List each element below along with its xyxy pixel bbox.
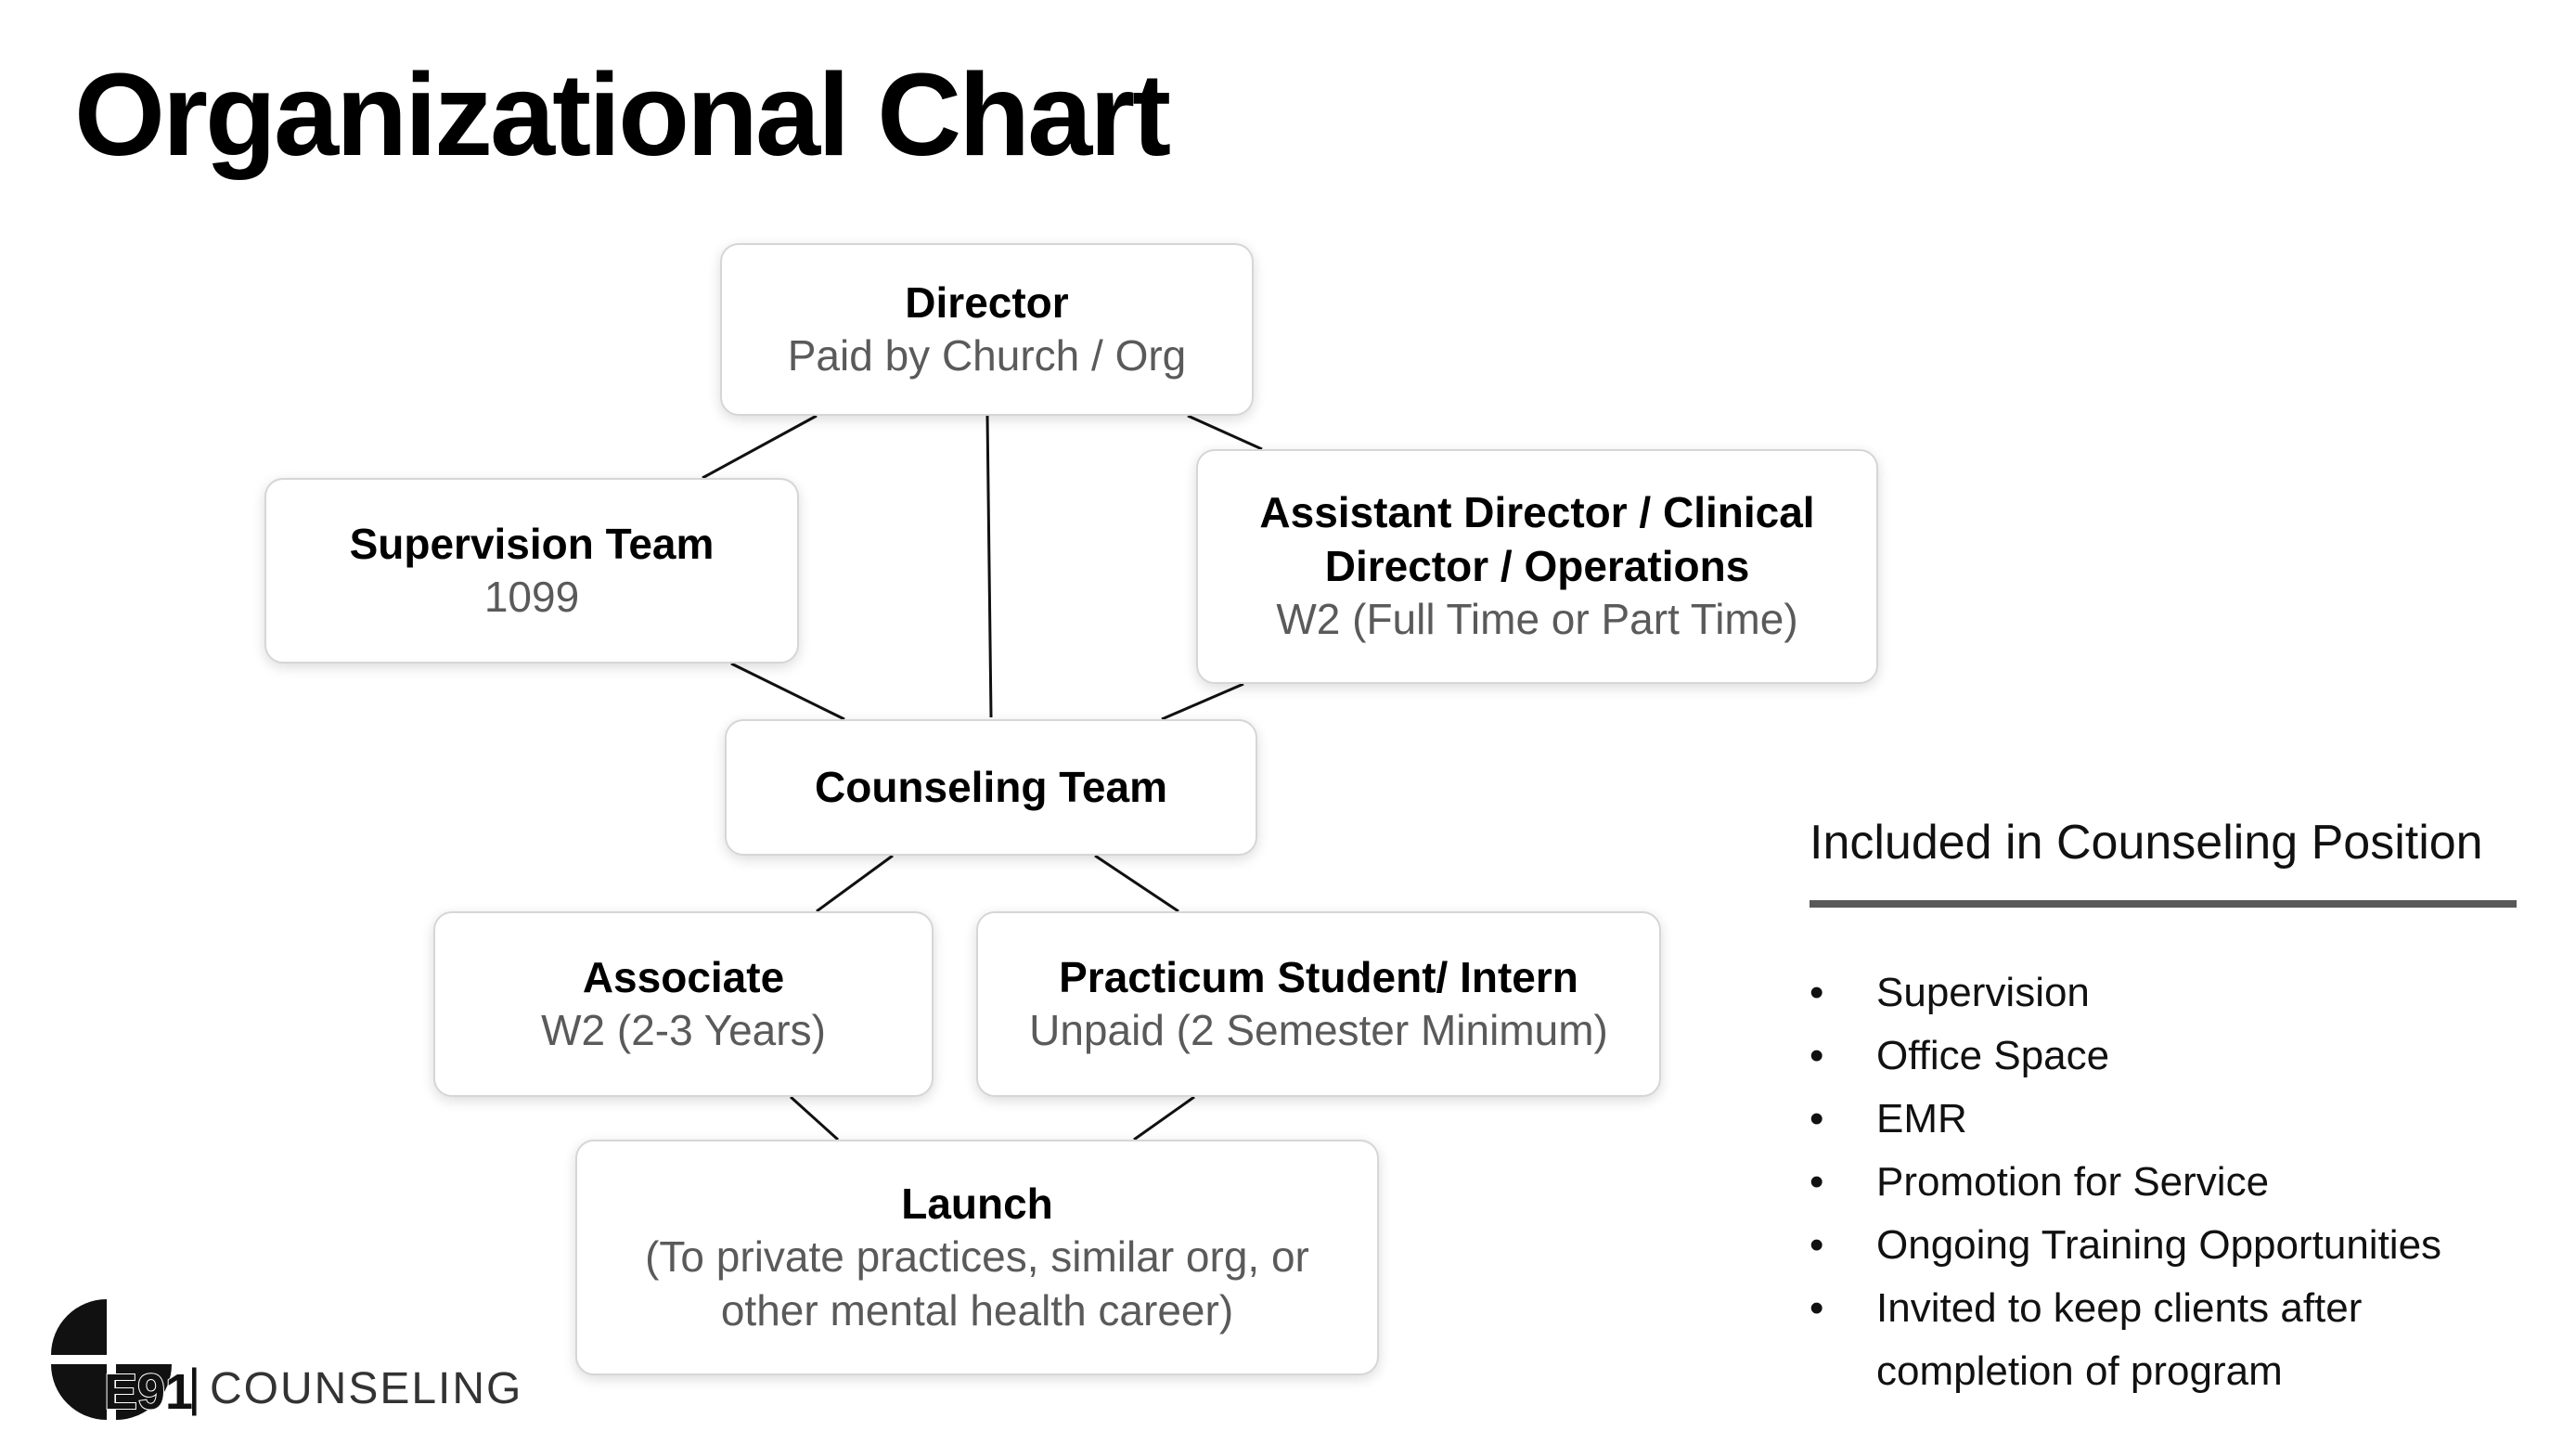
practicum-name: Practicum Student/ Intern [1059, 952, 1578, 1001]
assistant-director-sub: W2 (Full Time or Part Time) [1276, 595, 1798, 644]
director-sub: Paid by Church / Org [787, 331, 1187, 380]
associate-sub: W2 (2-3 Years) [541, 1006, 826, 1054]
launch-name: Launch [901, 1179, 1053, 1228]
supervision-team-sub: 1099 [483, 573, 580, 621]
list-item: • Ongoing Training Opportunities [1810, 1214, 2533, 1277]
connector-associate-launch [789, 1095, 840, 1141]
bullet-icon: • [1810, 1285, 1824, 1331]
launch-node: Launch (To private practices, similar or… [575, 1140, 1379, 1375]
list-item-label: Promotion for Service [1876, 1159, 2270, 1205]
logo-separator: | [187, 1358, 201, 1416]
page-title: Organizational Chart [74, 49, 1171, 180]
associate-name: Associate [582, 952, 785, 1001]
director-name: Director [905, 277, 1069, 327]
e91-counseling-logo: E91 | COUNSELING [51, 1299, 522, 1420]
assistant-director-node: Assistant Director / Clinical Director /… [1196, 449, 1878, 684]
counseling-team-name: Counseling Team [815, 762, 1167, 811]
counseling-team-node: Counseling Team [725, 719, 1257, 856]
logo-mark-text: E91 [104, 1364, 193, 1420]
connector-assistant-counseling [1161, 682, 1244, 721]
practicum-node: Practicum Student/ Intern Unpaid (2 Seme… [976, 911, 1661, 1097]
list-item: • Invited to keep clients after completio… [1810, 1277, 2533, 1403]
list-item: • Promotion for Service [1810, 1151, 2533, 1214]
connector-director-counseling [985, 415, 993, 718]
associate-node: Associate W2 (2-3 Years) [433, 911, 934, 1097]
list-item: • Supervision [1810, 961, 2533, 1025]
logo-cross-circle-icon [51, 1299, 172, 1420]
director-node: Director Paid by Church / Org [720, 243, 1254, 416]
list-item: • EMR [1810, 1088, 2533, 1151]
logo-wordmark: COUNSELING [210, 1364, 522, 1413]
connector-supervision-counseling [730, 662, 845, 721]
bullet-icon: • [1810, 1033, 1824, 1078]
list-item-label: Ongoing Training Opportunities [1876, 1222, 2442, 1268]
bullet-icon: • [1810, 1222, 1824, 1268]
supervision-team-name: Supervision Team [349, 519, 715, 568]
practicum-sub: Unpaid (2 Semester Minimum) [1029, 1006, 1608, 1054]
list-item-label: Office Space [1876, 1033, 2110, 1078]
bullet-icon: • [1810, 1159, 1824, 1205]
connector-director-supervision [702, 414, 818, 480]
included-panel-divider [1810, 900, 2517, 908]
bullet-icon: • [1810, 1096, 1824, 1141]
assistant-director-name: Assistant Director / Clinical Director /… [1259, 488, 1815, 590]
list-item: • Office Space [1810, 1025, 2533, 1088]
connector-counseling-practicum [1094, 854, 1179, 913]
connector-director-assistant [1187, 414, 1263, 451]
launch-sub: (To private practices, similar org, or o… [645, 1232, 1309, 1334]
included-panel-title: Included in Counseling Position [1810, 816, 2483, 870]
list-item-label: EMR [1876, 1096, 1967, 1141]
supervision-team-node: Supervision Team 1099 [264, 478, 799, 664]
list-item-label: Invited to keep clients after completion… [1876, 1285, 2363, 1394]
connector-counseling-associate [816, 854, 894, 913]
list-item-label: Supervision [1876, 970, 2090, 1015]
bullet-icon: • [1810, 970, 1824, 1015]
included-list: • Supervision • Office Space • EMR • Promoti… [1810, 961, 2533, 1403]
connector-practicum-launch [1133, 1095, 1195, 1141]
